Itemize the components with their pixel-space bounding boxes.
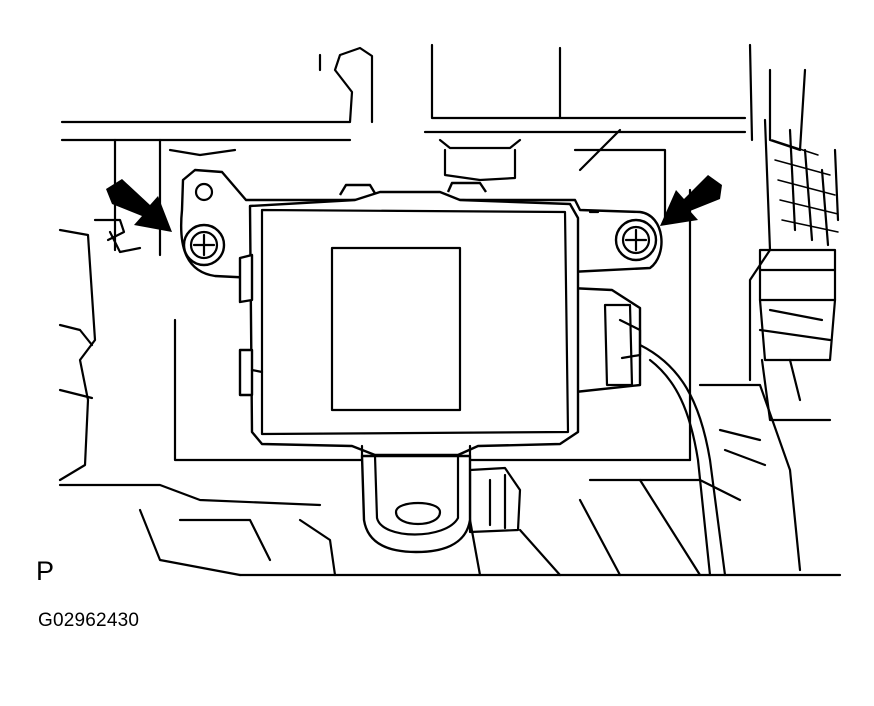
wire-harness (748, 118, 840, 422)
background-structure (58, 43, 842, 577)
control-module (238, 181, 580, 458)
arrow-right-icon (106, 179, 172, 232)
connector-cable (638, 343, 727, 577)
arrow-left-icon (660, 175, 722, 226)
view-letter: P (36, 556, 55, 586)
phillips-screw-icon (614, 218, 658, 262)
side-connector (568, 286, 642, 394)
figure-code: G02962430 (38, 610, 140, 631)
lower-mounting-tab (360, 454, 472, 554)
phillips-screw-icon (182, 223, 226, 267)
